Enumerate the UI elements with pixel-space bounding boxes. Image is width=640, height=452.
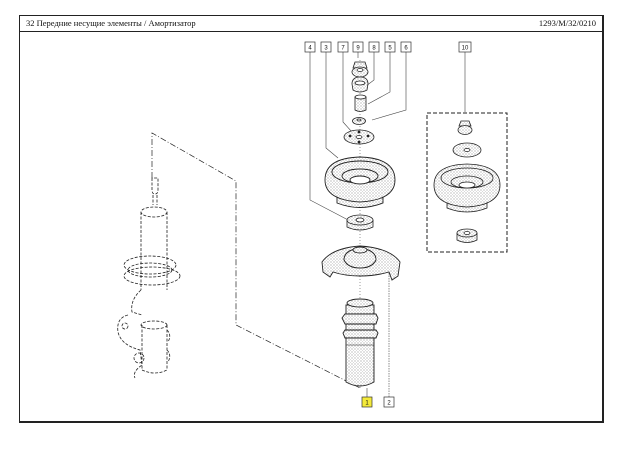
callout-4-text: 4 — [308, 46, 312, 52]
part-6-washer — [352, 117, 366, 125]
callout-5-text: 5 — [388, 46, 392, 52]
callout-2-text: 2 — [387, 401, 391, 407]
callout-1[interactable]: 1 — [361, 396, 373, 408]
callout-8[interactable]: 8 — [368, 41, 380, 53]
callout-3[interactable]: 3 — [320, 41, 332, 53]
callout-1-text: 1 — [365, 401, 369, 407]
part-9-nut — [351, 61, 369, 78]
part-8-cup — [351, 76, 369, 93]
callout-8-text: 8 — [372, 46, 376, 52]
callout-10[interactable]: 10 — [458, 41, 472, 53]
diagram-code: 1293/M/32/0210 — [538, 18, 596, 28]
kit-10-group-box — [426, 112, 508, 253]
callout-9-text: 9 — [356, 46, 360, 52]
callout-9[interactable]: 9 — [352, 41, 364, 53]
callout-7-text: 7 — [341, 46, 345, 52]
callout-3-text: 3 — [324, 46, 328, 52]
part-4-bearing — [346, 214, 374, 231]
part-2-spring-seat — [321, 245, 401, 281]
callout-10-text: 10 — [462, 46, 469, 52]
callout-2[interactable]: 2 — [383, 396, 395, 408]
title-band: 32 Передние несущие элементы / Амортизат… — [20, 16, 602, 32]
callout-6[interactable]: 6 — [400, 41, 412, 53]
callout-7[interactable]: 7 — [337, 41, 349, 53]
callout-4[interactable]: 4 — [304, 41, 316, 53]
diagram-title: 32 Передние несущие элементы / Амортизат… — [26, 18, 196, 28]
strut-assembly-outline — [117, 177, 181, 379]
part-7-plate — [343, 129, 375, 145]
part-1-shock-absorber — [341, 298, 379, 387]
callout-5[interactable]: 5 — [384, 41, 396, 53]
part-5-sleeve — [354, 94, 367, 112]
callout-6-text: 6 — [404, 46, 408, 52]
part-3-strut-mount — [324, 156, 396, 208]
assembly-leader — [151, 132, 361, 389]
kit-10-parts — [433, 120, 501, 243]
leader-lines — [309, 52, 466, 397]
drawing-frame: 32 Передние несущие элементы / Амортизат… — [19, 15, 604, 423]
